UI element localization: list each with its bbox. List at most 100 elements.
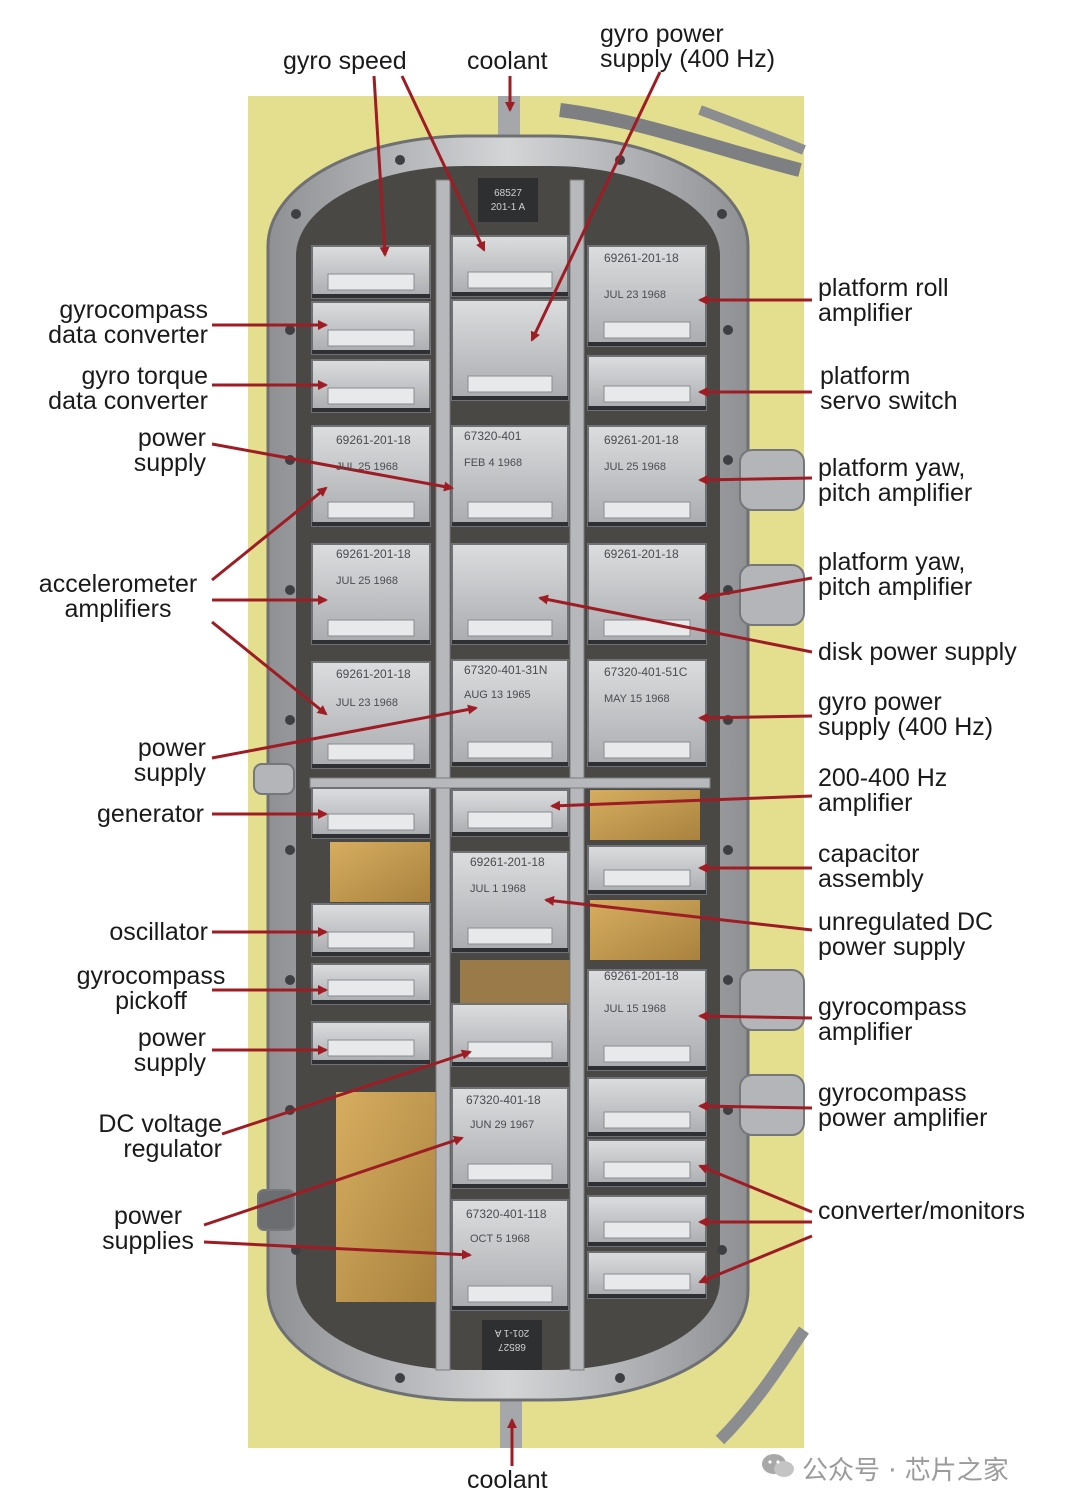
module-mid-8 <box>451 1003 569 1067</box>
marking-mid-2: FEB 4 1968 <box>464 457 522 469</box>
module-right-5 <box>587 659 707 767</box>
arrows <box>203 71 813 1466</box>
module-left-7 <box>311 787 431 839</box>
label-power-supply-1-line2: supply <box>133 449 206 477</box>
module-markings: 69261-201-18 JUL 25 1968 69261-201-18 JU… <box>336 188 688 1352</box>
module-right-7 <box>587 969 707 1071</box>
module-left-3 <box>311 359 431 413</box>
arrow-1 <box>372 75 390 257</box>
marking-mid-9: 67320-401-118 <box>466 1207 547 1221</box>
label-power-supply-3-line2: supply <box>133 1049 206 1077</box>
module-mid-6 <box>451 789 569 837</box>
label-coolant-top: coolant <box>467 47 548 75</box>
label-gyro-power-supply-right-line1: gyro power <box>818 688 942 716</box>
marking-left-3: 69261-201-18 <box>336 547 411 561</box>
label-gyrocompass-power-amplifier-line2: power amplifier <box>818 1104 988 1132</box>
label-gyrocompass-amplifier-line1: gyrocompass <box>818 993 967 1021</box>
arrow-7 <box>211 442 454 492</box>
label-power-supply-1: power supply <box>134 426 206 476</box>
label-gyrocompass-amplifier-line2: amplifier <box>818 1018 913 1046</box>
label-power-supply-2-line2: supply <box>133 759 206 787</box>
braided-hose <box>559 103 802 177</box>
label-gyro-power-supply-right: gyro power supply (400 Hz) <box>818 690 993 740</box>
arrow-32 <box>698 1234 813 1284</box>
label-gyrocompass-power-amplifier: gyrocompass power amplifier <box>818 1081 988 1131</box>
module-right-10 <box>587 1195 707 1247</box>
module-left-4 <box>311 425 431 527</box>
label-gyro-torque-data-converter: gyro torque data converter <box>48 364 208 414</box>
arrow-18 <box>203 1240 472 1260</box>
arrow-2 <box>400 75 486 252</box>
watermark-text: 公众号 · 芯片之家 <box>802 1456 1009 1486</box>
module-right-11 <box>587 1251 707 1299</box>
module-right-1 <box>587 245 707 347</box>
module-left-2 <box>311 301 431 355</box>
marking-right-8: 69261-201-18 <box>604 969 679 983</box>
marking-right-3: 69261-201-18 <box>604 433 679 447</box>
arrow-17 <box>203 1135 464 1227</box>
label-disk-power-supply: disk power supply <box>818 638 1017 666</box>
label-platform-yaw-pitch-amplifier-2: platform yaw, pitch amplifier <box>818 550 972 600</box>
label-capacitor-assembly-line1: capacitor <box>818 840 920 868</box>
label-dc-voltage-regulator: DC voltage regulator <box>98 1112 222 1162</box>
label-platform-servo-switch: platform servo switch <box>820 364 958 414</box>
marking-left-1: 69261-201-18 <box>336 433 411 447</box>
label-gyrocompass-power-amplifier-line1: gyrocompass <box>818 1079 967 1107</box>
label-platform-roll-amplifier-line2: amplifier <box>818 299 913 327</box>
label-gyrocompass-pickoff-line1: gyrocompass <box>76 962 226 990</box>
module-left-9 <box>311 963 431 1005</box>
marking-mid-3: 67320-401-31N <box>464 663 547 677</box>
label-power-supply-2-line1: power <box>137 734 206 762</box>
arrow-25 <box>550 794 813 811</box>
arrow-22 <box>698 576 813 602</box>
label-power-supplies: power supplies <box>92 1204 204 1254</box>
marking-right-2: JUL 23 1968 <box>604 289 666 301</box>
label-power-supply-3-line1: power <box>137 1024 206 1052</box>
label-gyro-power-supply-top: gyro power supply (400 Hz) <box>600 22 775 72</box>
arrow-21 <box>698 474 813 485</box>
marking-mid-5: 69261-201-18 <box>470 855 545 869</box>
label-platform-yaw-pitch-amplifier-1: platform yaw, pitch amplifier <box>818 456 972 506</box>
label-power-supplies-line2: supplies <box>102 1227 194 1255</box>
braided-hose-2 <box>698 105 806 155</box>
label-gyrocompass-pickoff-line2: pickoff <box>115 987 187 1015</box>
marking-mid-10: OCT 5 1968 <box>470 1233 530 1245</box>
label-gyro-torque-data-converter-line2: data converter <box>48 387 208 415</box>
marking-right-1: 69261-201-18 <box>604 251 679 265</box>
arrow-16 <box>221 1049 472 1136</box>
label-power-supplies-line1: power <box>113 1202 183 1230</box>
marking-left-5: 69261-201-18 <box>336 667 411 681</box>
side-connectors <box>253 449 805 1231</box>
label-generator: generator <box>96 800 204 828</box>
label-gyrocompass-amplifier: gyrocompass amplifier <box>818 995 967 1045</box>
module-right-8 <box>587 1077 707 1137</box>
modules <box>311 235 707 1311</box>
arrow-4 <box>530 71 662 342</box>
connector-bottom <box>482 1320 542 1370</box>
marking-mid-8: JUN 29 1967 <box>470 1119 534 1131</box>
arrow-23 <box>538 594 813 654</box>
label-200-400-hz-amplifier-line1: 200-400 Hz <box>818 764 948 792</box>
label-gyrocompass-data-converter-line1: gyrocompass <box>59 296 208 324</box>
label-accelerometer-amplifiers: accelerometer amplifiers <box>28 572 208 622</box>
label-converter-monitors: converter/monitors <box>818 1197 1026 1225</box>
label-platform-yaw-pitch-amplifier-2-line1: platform yaw, <box>818 548 966 576</box>
label-platform-yaw-pitch-amplifier-2-line2: pitch amplifier <box>818 573 973 601</box>
label-gyro-power-supply-top-line1: gyro power <box>600 20 724 48</box>
label-gyro-power-supply-top-line2: supply (400 Hz) <box>600 45 776 73</box>
label-power-supply-1-line1: power <box>137 424 206 452</box>
label-unregulated-dc-power-supply: unregulated DC power supply <box>818 910 993 960</box>
label-dc-voltage-regulator-line1: DC voltage <box>98 1110 222 1138</box>
label-unregulated-dc-power-supply-line2: power supply <box>818 933 966 961</box>
marking-right-5: 69261-201-18 <box>604 547 679 561</box>
module-mid-4 <box>451 543 569 645</box>
module-mid-2 <box>451 299 569 401</box>
arrow-27 <box>544 895 813 932</box>
braided-hose-3 <box>715 1326 809 1445</box>
connector-bottom-text-1: 68527 <box>498 1341 526 1352</box>
label-platform-servo-switch-line1: platform <box>820 362 911 390</box>
arrow-10 <box>211 620 328 716</box>
module-mid-3 <box>451 425 569 527</box>
marking-right-4: JUL 25 1968 <box>604 461 666 473</box>
label-gyrocompass-pickoff: gyrocompass pickoff <box>64 964 238 1014</box>
